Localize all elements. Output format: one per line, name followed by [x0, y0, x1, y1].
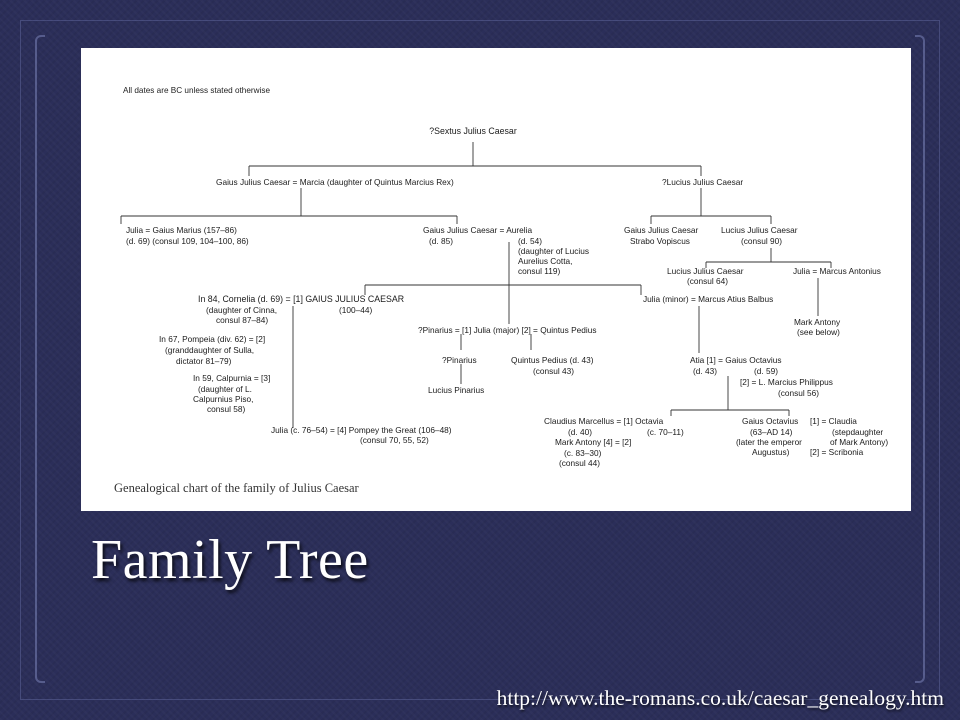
strabo-vopiscus-epithet: Strabo Vopiscus	[630, 236, 690, 246]
right-bracket-decoration	[915, 35, 925, 683]
scribonia-marriage: [2] = Scribonia	[810, 447, 864, 457]
quintus-pedius-consul: (consul 43)	[533, 366, 574, 376]
marcius-philippus-consul: (consul 56)	[778, 388, 819, 398]
slide-title: Family Tree	[91, 529, 369, 591]
gaius-julius-caesar-aurelia: Gaius Julius Caesar = Aurelia	[423, 225, 532, 235]
sextus-julius-caesar: ?Sextus Julius Caesar	[429, 126, 517, 136]
atia-gaius-octavius: Atia [1] = Gaius Octavius	[690, 355, 782, 365]
augustus-later-emperor: (later the emperor	[736, 437, 802, 447]
left-bracket-decoration	[35, 35, 45, 683]
cornelia-gaius-julius-caesar: In 84, Cornelia (d. 69) = [1] GAIUS JULI…	[198, 294, 404, 304]
slide-frame	[20, 20, 940, 700]
tree-connectors	[120, 142, 832, 428]
calpurnia-parent-3: consul 58)	[207, 404, 246, 414]
julia-gaius-marius: Julia = Gaius Marius (157–86)	[126, 225, 237, 235]
augustus-name: Gaius Octavius	[742, 416, 798, 426]
marcius-philippus: [2] = L. Marcius Philippus	[740, 377, 833, 387]
aurelia-parent-1: (daughter of Lucius	[518, 246, 589, 256]
genealogy-figure: ?Sextus Julius Caesar Gaius Julius Caesa…	[81, 48, 911, 511]
lucius-julius-caesar-consul-90-note: (consul 90)	[741, 236, 782, 246]
julia-minor-atius-balbus: Julia (minor) = Marcus Atius Balbus	[643, 294, 773, 304]
claudius-marcellus-octavia: Claudius Marcellus = [1] Octavia	[544, 416, 664, 426]
gaius-julius-caesar-marcia: Gaius Julius Caesar = Marcia (daughter o…	[216, 177, 454, 187]
cornelia-parent: (daughter of Cinna,	[206, 305, 277, 315]
claudia-marriage: [1] = Claudia	[810, 416, 857, 426]
calpurnia-parent-2: Calpurnius Piso,	[193, 394, 253, 404]
atia-death: (d. 43)	[693, 366, 717, 376]
family-tree-diagram: ?Sextus Julius Caesar Gaius Julius Caesa…	[120, 126, 888, 468]
calpurnia-marriage: In 59, Calpurnia = [3]	[193, 373, 270, 383]
gaius-octavius-death: (d. 59)	[754, 366, 778, 376]
pinarius-son: ?Pinarius	[442, 355, 477, 365]
cornelia-parent-consul: consul 87–84)	[216, 315, 268, 325]
lucius-julius-caesar-consul-90: Lucius Julius Caesar	[721, 225, 798, 235]
mark-antony-marriage: Mark Antony [4] = [2]	[555, 437, 631, 447]
quintus-pedius-son: Quintus Pedius (d. 43)	[511, 355, 594, 365]
mark-antony-consul: (consul 44)	[559, 458, 600, 468]
aurelia-parent-2: Aurelius Cotta,	[518, 256, 572, 266]
lucius-julius-caesar-consul-64: Lucius Julius Caesar	[667, 266, 744, 276]
caesar-lifespan: (100–44)	[339, 305, 372, 315]
claudia-note-1: (stepdaughter	[832, 427, 883, 437]
julia-gaius-marius-dates: (d. 69) (consul 109, 104–100, 86)	[126, 236, 249, 246]
julia-marcus-antonius: Julia = Marcus Antonius	[793, 266, 881, 276]
gaius-julius-caesar-death: (d. 85)	[429, 236, 453, 246]
pompeia-parent: (granddaughter of Sulla,	[165, 345, 254, 355]
pompeia-parent-dictator: dictator 81–79)	[176, 356, 232, 366]
mark-antony-ref: Mark Antony	[794, 317, 841, 327]
mark-antony-lifespan: (c. 83–30)	[564, 448, 602, 458]
lucius-julius-caesar-elder: ?Lucius Julius Caesar	[662, 177, 743, 187]
pompey-consulships: (consul 70, 55, 52)	[360, 435, 429, 445]
octavia-lifespan: (c. 70–11)	[647, 427, 684, 437]
source-url[interactable]: http://www.the-romans.co.uk/caesar_genea…	[496, 686, 944, 710]
tree-labels: ?Sextus Julius Caesar Gaius Julius Caesa…	[126, 126, 888, 468]
augustus-lifespan: (63–AD 14)	[750, 427, 793, 437]
augustus-title: Augustus)	[752, 447, 790, 457]
strabo-vopiscus-name: Gaius Julius Caesar	[624, 225, 698, 235]
julia-pompey-marriage: Julia (c. 76–54) = [4] Pompey the Great …	[271, 425, 452, 435]
claudius-marcellus-death: (d. 40)	[568, 427, 592, 437]
figure-caption: Genealogical chart of the family of Juli…	[114, 481, 359, 495]
lucius-pinarius: Lucius Pinarius	[428, 385, 484, 395]
dates-note: All dates are BC unless stated otherwise	[123, 86, 270, 95]
calpurnia-parent-1: (daughter of L.	[198, 384, 252, 394]
pompeia-marriage: In 67, Pompeia (div. 62) = [2]	[159, 334, 265, 344]
aurelia-death: (d. 54)	[518, 236, 542, 246]
lucius-julius-caesar-consul-64-note: (consul 64)	[687, 276, 728, 286]
aurelia-parent-3: consul 119)	[518, 266, 561, 276]
claudia-note-2: of Mark Antony)	[830, 437, 888, 447]
mark-antony-see-below: (see below)	[797, 327, 840, 337]
pinarius-julia-major-pedius: ?Pinarius = [1] Julia (major) [2] = Quin…	[418, 325, 596, 335]
